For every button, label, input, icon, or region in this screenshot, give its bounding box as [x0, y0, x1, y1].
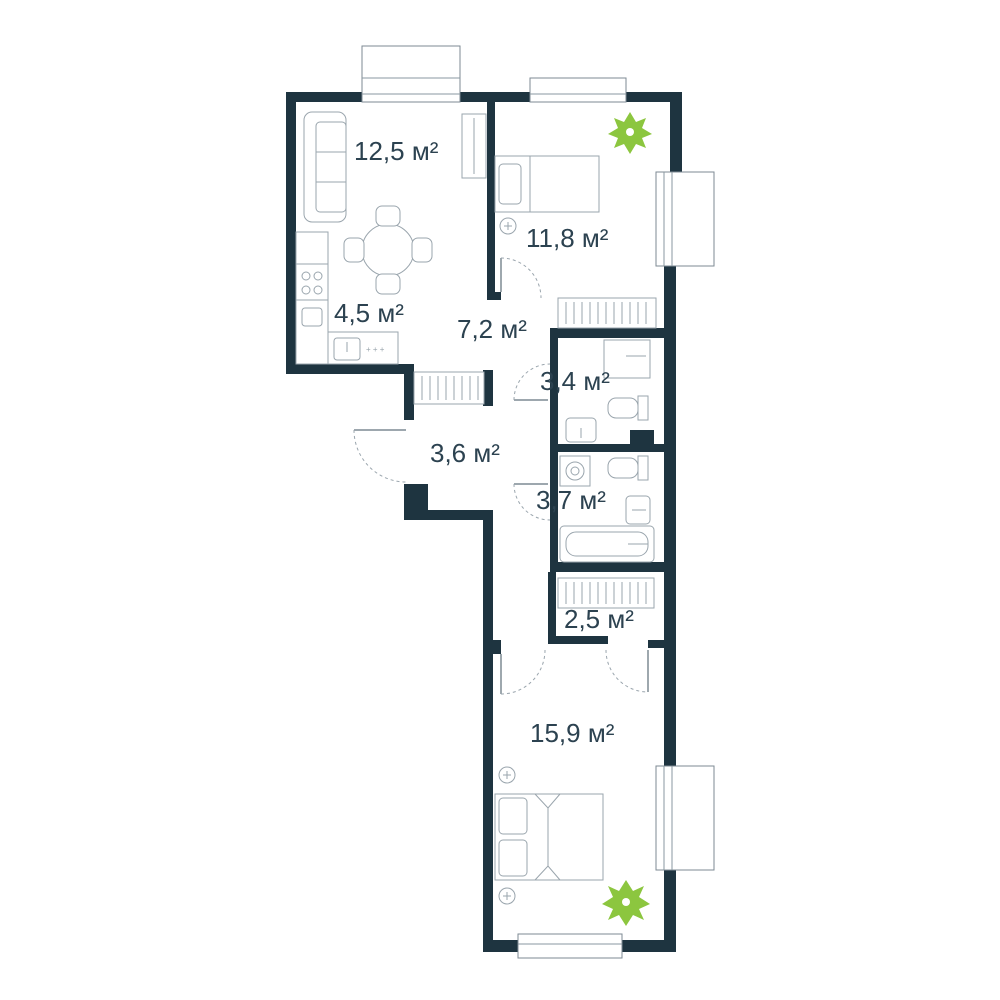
wardrobe-icon: [413, 297, 657, 609]
toilet-icon: [603, 339, 651, 481]
svg-text:+ + +: + + +: [366, 345, 385, 354]
walls: [286, 92, 682, 952]
bathtub-icon: [559, 525, 655, 563]
room-area-wc: 3,4 м²: [540, 366, 610, 396]
plant-icon: [602, 880, 650, 926]
room-area-storage: 2,5 м²: [564, 604, 634, 634]
door-icon: [353, 257, 649, 695]
room-area-kitchen-living: 12,5 м²: [354, 136, 439, 166]
single-bed-icon: [494, 155, 600, 235]
room-area-kitchen-zone: 4,5 м²: [334, 298, 404, 328]
stove-icon: [301, 271, 323, 295]
washbasin: [565, 417, 651, 525]
sofa-icon: [303, 111, 347, 223]
room-area-bedroom-2: 15,9 м²: [530, 718, 615, 748]
dining-table-icon: [343, 205, 433, 295]
room-area-entrance: 3,6 м²: [430, 438, 500, 468]
room-area-bedroom-1: 11,8 м²: [526, 223, 609, 253]
room-area-bathroom: 3,7 м²: [536, 485, 606, 515]
room-area-hall: 7,2 м²: [457, 314, 527, 344]
plant-icon: [608, 112, 652, 154]
sink-icon: [301, 307, 361, 361]
window-icon: [361, 45, 715, 959]
double-bed-icon: [494, 766, 604, 905]
cooktop-dots: + + +: [366, 345, 385, 354]
washing-machine-icon: [559, 455, 591, 487]
